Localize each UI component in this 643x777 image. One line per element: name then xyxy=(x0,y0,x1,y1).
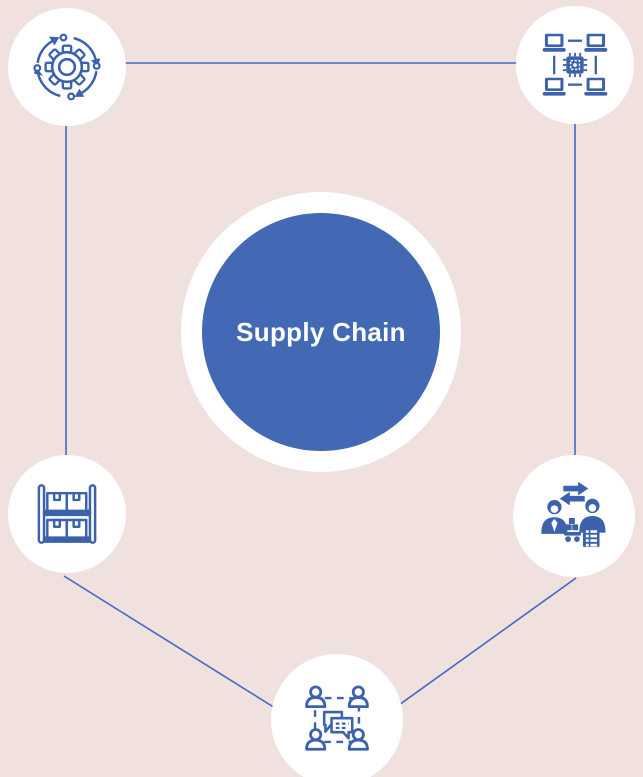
group-chat-icon xyxy=(305,685,369,751)
node-partner-exchange xyxy=(513,455,635,577)
diagram-title: Supply Chain xyxy=(236,316,406,347)
networked-laptops-chip-icon xyxy=(542,33,608,96)
node-warehouse-inventory xyxy=(8,455,126,573)
node-connected-devices xyxy=(516,6,634,124)
center-circle: Supply Chain xyxy=(202,213,440,451)
node-team-communication xyxy=(271,654,403,777)
node-process-automation xyxy=(8,8,126,126)
people-exchange-icon xyxy=(541,481,606,547)
gear-process-cycle-icon xyxy=(33,33,101,101)
center-circle-ring: Supply Chain xyxy=(181,192,461,472)
warehouse-shelf-boxes-icon xyxy=(37,484,97,544)
